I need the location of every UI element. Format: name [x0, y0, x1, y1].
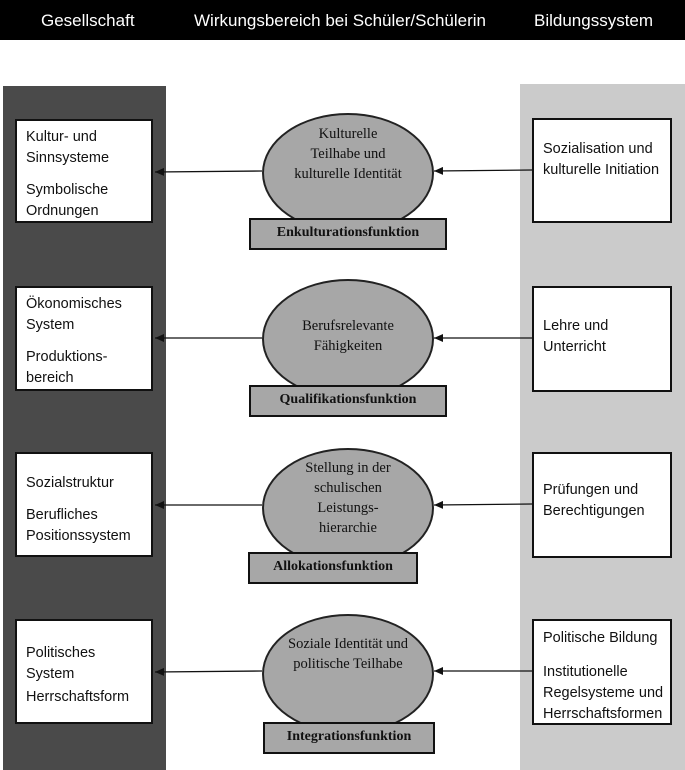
arrow-row3-right [433, 500, 533, 509]
education-box-socialisation: Sozialisation und kulturelle Initiation [532, 118, 672, 223]
society-item: Sozialstruktur [26, 475, 114, 491]
society-box-culture: Kultur- und Sinnsysteme Symbolische Ordn… [15, 119, 153, 223]
society-box-social-structure: Sozialstruktur Berufliches Positionssyst… [15, 452, 153, 557]
education-item: Sozialisation und kulturelle Initiation [543, 141, 660, 178]
effect-circle-integration: Soziale Identität und politische Teilhab… [262, 614, 434, 734]
society-item: Berufliches Positionssystem [26, 507, 131, 544]
education-item: Institutionelle Regelsysteme und Herrsch… [543, 664, 664, 722]
society-item: Produktions-bereich [26, 349, 108, 386]
education-box-examinations: Prüfungen und Berechtigungen [532, 452, 672, 558]
effect-circle-qualification: Berufsrelevante Fähigkeiten [262, 279, 434, 399]
education-box-political-education: Politische Bildung Institutionelle Regel… [532, 619, 672, 725]
header-bar: Gesellschaft Wirkungsbereich bei Schüler… [0, 0, 685, 40]
header-education-system: Bildungssystem [534, 11, 654, 30]
function-label-integration: Integrationsfunktion [263, 722, 435, 754]
society-item: Symbolische Ordnungen [26, 182, 109, 219]
society-box-economy: Ökonomisches System Produktions-bereich [15, 286, 153, 391]
education-item: Lehre und Unterricht [543, 318, 609, 355]
arrow-row4-left [154, 667, 263, 676]
society-box-politics: Politisches System Herrschaftsform [15, 619, 153, 724]
society-item: Kultur- und Sinnsysteme [26, 129, 110, 166]
effect-circle-allocation: Stellung in der schulischen Leistungs-hi… [262, 448, 434, 568]
arrow-row1-right [433, 166, 533, 175]
function-label-allocation: Allokationsfunktion [248, 552, 418, 584]
education-box-teaching: Lehre und Unterricht [532, 286, 672, 392]
society-item: Ökonomisches System [26, 296, 122, 333]
society-item: Herrschaftsform [26, 689, 130, 705]
effect-circle-culture: Kulturelle Teilhabe und kulturelle Ident… [262, 113, 434, 233]
education-item: Prüfungen und Berechtigungen [543, 482, 645, 519]
header-society: Gesellschaft [41, 11, 135, 30]
society-item: Politisches System [26, 645, 96, 682]
function-label-enculturation: Enkulturationsfunktion [249, 218, 447, 250]
header-effect-area: Wirkungsbereich bei Schüler/Schülerin [194, 11, 486, 30]
function-label-qualification: Qualifikationsfunktion [249, 385, 447, 417]
education-item: Politische Bildung [543, 630, 658, 646]
arrow-row1-left [154, 167, 263, 176]
